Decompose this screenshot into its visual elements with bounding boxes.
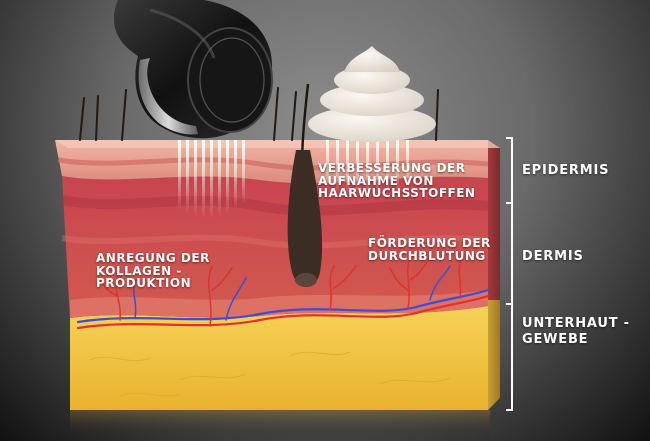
bracket-dermis (506, 202, 513, 305)
label-collagen-line: PRODUKTION (96, 276, 192, 291)
artery-branch (458, 257, 463, 299)
label-absorption: VERBESSERUNG DER AUFNAHME VON HAARWUCHSS… (318, 162, 475, 200)
roller-highlight (149, 8, 216, 59)
label-collagen-line: ANREGUNG DER (96, 251, 210, 265)
label-absorption-line: VERBESSERUNG DER (318, 161, 466, 175)
artery-main (76, 294, 490, 330)
dermis-wave-1 (60, 195, 489, 216)
layer-label-dermis: DERMIS (522, 249, 584, 264)
artery-branch (329, 265, 357, 311)
layer-brackets (506, 137, 513, 411)
label-circulation-line: FÖRDERUNG DER (368, 236, 491, 250)
hair-follicle (287, 83, 323, 287)
vein-branch (429, 265, 451, 301)
roller-cylinder (187, 27, 273, 133)
label-absorption-line: AUFNAHME VON (318, 173, 434, 188)
roller-metal-ring (138, 58, 198, 135)
vein-branch (132, 279, 137, 319)
vein-branch (225, 277, 247, 321)
bracket-subcutis (506, 303, 513, 411)
epidermis-layer (55, 140, 488, 184)
skin-top-surface (55, 140, 500, 148)
layer-label-epidermis: EPIDERMIS (522, 163, 610, 178)
subcutis-layer (70, 306, 488, 410)
fat-lobules (89, 351, 451, 397)
artery-branch (208, 265, 233, 327)
artery-branch (99, 275, 121, 321)
light-beams (178, 140, 409, 218)
label-circulation: FÖRDERUNG DER DURCHBLUTUNG (368, 237, 491, 262)
vein-main (76, 288, 490, 324)
label-circulation-line: DURCHBLUTUNG (368, 248, 486, 263)
bracket-epidermis (506, 137, 513, 204)
label-collagen-line: KOLLAGEN - (96, 263, 182, 278)
label-absorption-line: HAARWUCHSSTOFFEN (318, 186, 476, 201)
dermis-wave-2 (61, 234, 489, 249)
surface-hairs (79, 87, 439, 141)
epidermis-wave (57, 157, 489, 171)
artery-branch (389, 257, 431, 309)
derma-roller (113, 0, 273, 139)
skin-block (55, 140, 500, 410)
layer-label-subcutis: UNTERHAUT - GEWEBE (522, 316, 630, 348)
follicle-bulb (287, 150, 323, 287)
serum-foam (308, 46, 436, 142)
roller-cylinder-edge (199, 37, 265, 123)
block-side-face (488, 140, 500, 410)
label-collagen: ANREGUNG DER KOLLAGEN - PRODUKTION (96, 252, 210, 290)
dermis-layer (62, 176, 488, 318)
blood-vessels (76, 257, 490, 330)
floor-reflection (70, 410, 490, 441)
follicle-papilla (295, 273, 317, 287)
